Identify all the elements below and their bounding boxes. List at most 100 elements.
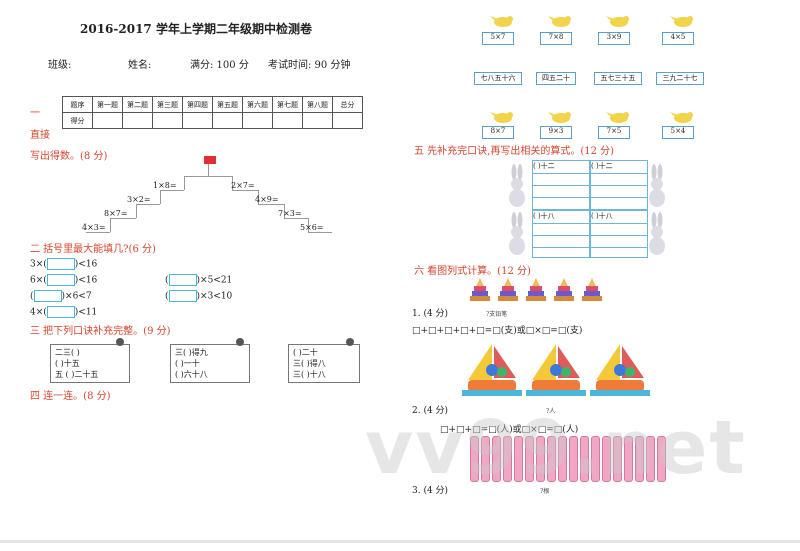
score-input-cell[interactable] xyxy=(212,112,243,129)
score-cell: 第六题 xyxy=(242,96,273,113)
answer-blank[interactable] xyxy=(46,258,75,270)
stick-icon xyxy=(514,436,523,482)
section1-number: 一 xyxy=(30,108,40,119)
exam-time-label: 考试时间: 90 分钟 xyxy=(268,60,351,71)
question-1-label: 1. (4 分) xyxy=(412,309,449,319)
stick-icon xyxy=(558,436,567,482)
step-problem: 1×8= xyxy=(153,181,177,190)
boat-icon xyxy=(590,344,650,396)
rhyme-card: 三( )得九( )一十( )六十八 xyxy=(170,344,250,383)
rhyme-fill-box[interactable]: ( )十八 xyxy=(532,210,590,258)
equation-box[interactable]: 3×9 xyxy=(598,32,630,45)
score-input-cell[interactable] xyxy=(182,112,213,129)
equation-box[interactable]: 7×8 xyxy=(540,32,572,45)
rhyme-card: 二三( )( )十五五 ( )二十五 xyxy=(50,344,130,383)
step-problem: 4×9= xyxy=(255,195,279,204)
answer-blank[interactable] xyxy=(168,274,197,286)
rabbit-icon xyxy=(649,164,665,207)
section3-heading: 三 把下列口诀补充完整。(9 分) xyxy=(30,326,171,337)
score-input-cell[interactable] xyxy=(122,112,153,129)
score-table-score-row: 得分 xyxy=(62,112,363,129)
question-2-note: ?人 xyxy=(546,408,556,415)
bird-icon xyxy=(548,112,571,123)
rhyme-box[interactable]: 三九二十七 xyxy=(656,72,704,85)
bird-icon xyxy=(606,112,629,123)
step-problem: 2×7= xyxy=(231,181,255,190)
stick-icon xyxy=(613,436,622,482)
equation-box[interactable]: 4×5 xyxy=(662,32,694,45)
stick-icon xyxy=(547,436,556,482)
rabbit-icon xyxy=(509,212,525,255)
full-score-label: 满分: 100 分 xyxy=(190,60,249,71)
rabbit-icon xyxy=(649,212,665,255)
stick-bundle xyxy=(470,436,666,482)
rhyme-box[interactable]: 四五二十 xyxy=(536,72,576,85)
equation-box[interactable]: 5×7 xyxy=(482,32,514,45)
equation-box[interactable]: 7×5 xyxy=(598,126,630,139)
name-label: 姓名: xyxy=(128,60,152,71)
question-1-note: ?支铅笔 xyxy=(486,311,508,318)
page-title: 2016-2017 学年上学期二年级期中检测卷 xyxy=(80,22,312,36)
pin-icon xyxy=(346,338,354,346)
pencil-stack-icon xyxy=(470,278,490,301)
score-cell: 第一题 xyxy=(92,96,123,113)
section4-heading: 四 连一连。(8 分) xyxy=(30,391,111,402)
rhyme-box[interactable]: 五七三十五 xyxy=(594,72,642,85)
question-1-formula[interactable]: □+□+□+□+□=□(支)或□×□=□(支) xyxy=(412,326,583,336)
class-label: 班级: xyxy=(48,60,72,71)
rhyme-fill-box[interactable]: ( )十二 xyxy=(532,160,590,210)
equation-box[interactable]: 5×4 xyxy=(662,126,694,139)
step-problem: 7×3= xyxy=(278,209,302,218)
stick-icon xyxy=(569,436,578,482)
stick-icon xyxy=(470,436,479,482)
rhyme-fill-box[interactable]: ( )十八 xyxy=(590,210,648,258)
stick-icon xyxy=(635,436,644,482)
question-3-label: 3. (4 分) xyxy=(412,486,449,496)
page-bottom-divider xyxy=(0,540,800,543)
stick-icon xyxy=(481,436,490,482)
answer-blank[interactable] xyxy=(168,290,197,302)
score-cell: 第二题 xyxy=(122,96,153,113)
score-input-cell[interactable] xyxy=(242,112,273,129)
stick-icon xyxy=(503,436,512,482)
stick-icon xyxy=(657,436,666,482)
answer-blank[interactable] xyxy=(33,290,62,302)
rabbit-icon xyxy=(509,164,525,207)
inequality-item: ()×6<7 xyxy=(30,290,92,302)
inequality-item: 3×()<16 xyxy=(30,258,98,270)
inequality-item: ()×3<10 xyxy=(165,290,233,302)
score-input-cell[interactable] xyxy=(92,112,123,129)
watermark: vv99.net xyxy=(365,405,747,491)
question-2-formula[interactable]: □+□+□=□(人)或□×□=□(人) xyxy=(440,425,579,435)
stick-icon xyxy=(525,436,534,482)
score-input-cell[interactable] xyxy=(272,112,303,129)
rhyme-box[interactable]: 七八五十六 xyxy=(474,72,522,85)
step-problem: 5×6= xyxy=(300,223,324,232)
rhyme-fill-box[interactable]: ( )十二 xyxy=(590,160,648,210)
boat-icon xyxy=(526,344,586,396)
stick-icon xyxy=(591,436,600,482)
answer-blank[interactable] xyxy=(46,306,75,318)
bird-icon xyxy=(490,112,513,123)
equation-box[interactable]: 8×7 xyxy=(482,126,514,139)
question-3-note: ?根 xyxy=(540,488,550,495)
score-input-cell[interactable] xyxy=(302,112,333,129)
pin-icon xyxy=(116,338,124,346)
answer-blank[interactable] xyxy=(46,274,75,286)
rhyme-card: ( )二十三( )得八三( )十八 xyxy=(288,344,360,383)
section1-heading-b: 写出得数。(8 分) xyxy=(30,151,108,162)
section5-heading: 五 先补充完口诀,再写出相关的算式。(12 分) xyxy=(414,146,615,157)
question-2-label: 2. (4 分) xyxy=(412,406,449,416)
stick-icon xyxy=(624,436,633,482)
bird-icon xyxy=(670,16,693,27)
score-cell: 第七题 xyxy=(272,96,303,113)
score-table-header-row: 题序 第一题 第二题 第三题 第四题 第五题 第六题 第七题 第八题 总分 xyxy=(62,96,363,113)
score-cell: 第八题 xyxy=(302,96,333,113)
inequality-item: ()×5<21 xyxy=(165,274,233,286)
bird-icon xyxy=(548,16,571,27)
score-input-cell[interactable] xyxy=(332,112,363,129)
bird-icon xyxy=(670,112,693,123)
pencil-stack-icon xyxy=(554,278,574,301)
equation-box[interactable]: 9×3 xyxy=(540,126,572,139)
score-input-cell[interactable] xyxy=(152,112,183,129)
